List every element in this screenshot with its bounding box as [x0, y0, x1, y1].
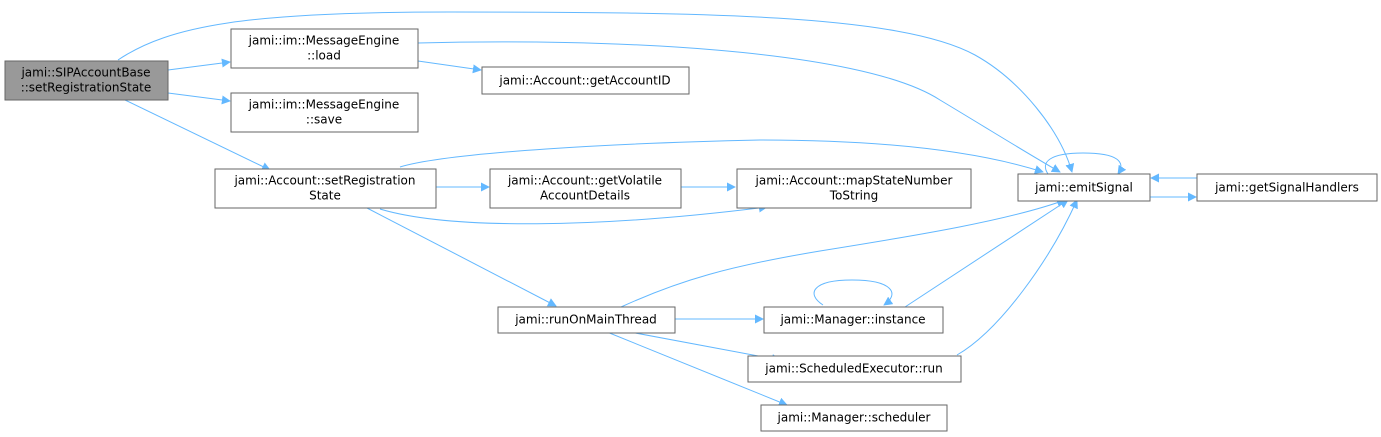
node-account-mapstatenumbertostring[interactable]: jami::Account::mapStateNumber ToString	[736, 168, 972, 209]
edge-runmain-to-schedrun	[629, 331, 781, 363]
node-label-line: jami::emitSignal	[1034, 181, 1133, 195]
node-label-line: jami::Account::setRegistration	[233, 174, 415, 188]
node-sipaccountbase-setregistrationstate[interactable]: jami::SIPAccountBase ::setRegistrationSt…	[4, 60, 169, 101]
node-label-line: ::load	[307, 49, 341, 63]
node-label-line: jami::Manager::instance	[779, 313, 925, 327]
node-label-line: jami::im::MessageEngine	[248, 98, 400, 112]
node-label-line: jami::SIPAccountBase	[20, 66, 150, 80]
edge-runmain-to-emit	[620, 198, 1066, 308]
node-label-line: jami::getSignalHandlers	[1214, 181, 1359, 195]
node-label-line: ::setRegistrationState	[21, 81, 152, 95]
edge-schedrun-to-emit	[956, 199, 1078, 356]
node-label-line: jami::ScheduledExecutor::run	[764, 362, 942, 376]
node-manager-scheduler[interactable]: jami::Manager::scheduler	[760, 404, 948, 432]
node-runonmainthread[interactable]: jami::runOnMainThread	[497, 306, 676, 334]
node-label-line: jami::runOnMainThread	[514, 313, 657, 327]
nodes-layer: jami::SIPAccountBase ::setRegistrationSt…	[4, 28, 1378, 432]
node-label-line: AccountDetails	[540, 189, 630, 203]
node-account-setregistrationstate[interactable]: jami::Account::setRegistration State	[214, 168, 437, 209]
edges-layer	[117, 11, 1197, 407]
edge-instance-self	[813, 279, 894, 306]
edge-sip-to-emit	[117, 11, 1075, 173]
edge-load-to-emit	[417, 41, 1061, 173]
node-label-line: jami::Account::mapStateNumber	[755, 174, 953, 188]
edge-sip-to-save	[167, 92, 231, 105]
edge-runmain-to-scheduler	[606, 331, 788, 407]
node-getsignalhandlers[interactable]: jami::getSignalHandlers	[1196, 173, 1378, 202]
node-label-line: ToString	[829, 189, 878, 203]
node-emitsignal[interactable]: jami::emitSignal	[1017, 173, 1151, 202]
edge-sip-to-load	[167, 58, 231, 71]
node-label-line: jami::im::MessageEngine	[248, 34, 400, 48]
node-messageengine-load[interactable]: jami::im::MessageEngine ::load	[230, 28, 419, 69]
node-label-line: State	[309, 189, 341, 203]
edge-setreg-to-runmain	[366, 207, 557, 307]
edge-emit-self	[1044, 152, 1127, 175]
edge-setreg-to-emit	[399, 139, 1044, 174]
edge-sip-to-setreg	[124, 99, 271, 171]
node-account-getaccountid[interactable]: jami::Account::getAccountID	[481, 66, 690, 95]
edge-instance-to-emit	[904, 199, 1069, 308]
edge-load-to-getid	[417, 60, 482, 74]
node-scheduledexecutor-run[interactable]: jami::ScheduledExecutor::run	[747, 355, 962, 383]
node-manager-instance[interactable]: jami::Manager::instance	[763, 306, 944, 334]
node-account-getvolatileaccountdetails[interactable]: jami::Account::getVolatile AccountDetail…	[489, 168, 682, 209]
edge-setreg-to-mapstate	[379, 203, 768, 225]
node-messageengine-save[interactable]: jami::im::MessageEngine ::save	[230, 92, 419, 133]
node-label-line: jami::Account::getAccountID	[498, 74, 670, 88]
node-label-line: jami::Account::getVolatile	[507, 174, 662, 188]
node-label-line: jami::Manager::scheduler	[777, 411, 931, 425]
node-label-line: ::save	[306, 113, 342, 127]
